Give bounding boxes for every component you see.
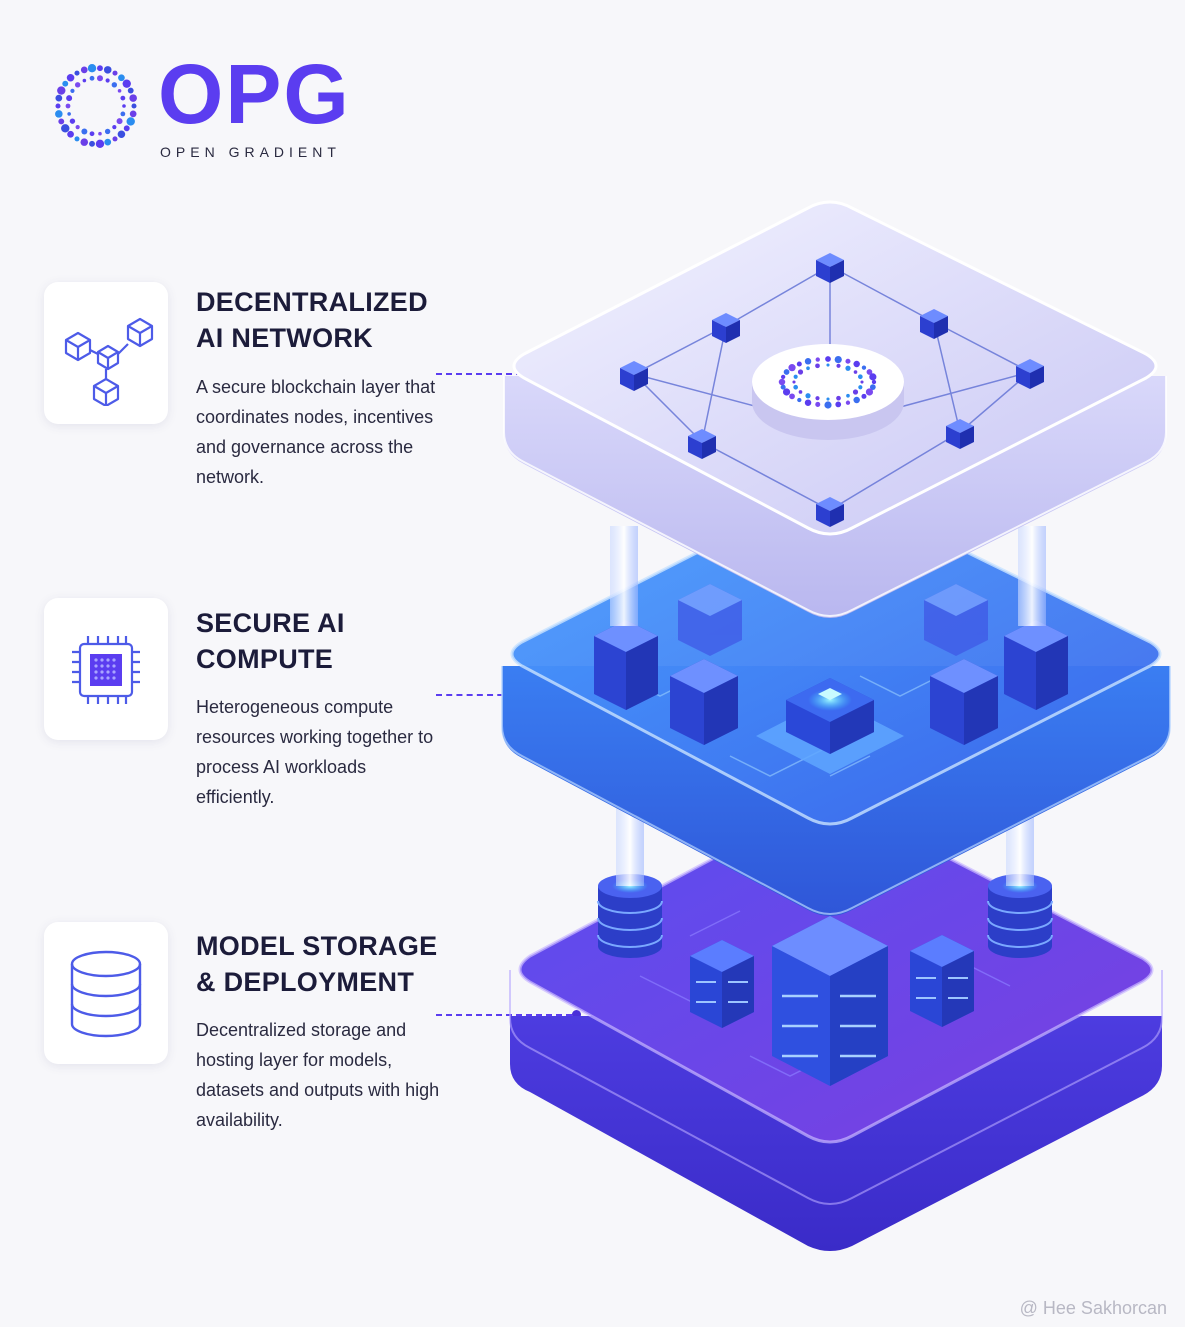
storage-connector — [436, 1014, 572, 1018]
storage-description: Decentralized storage and hosting layer … — [196, 1020, 440, 1130]
network-card — [44, 282, 168, 424]
database-icon — [70, 950, 142, 1038]
network-node-cube — [920, 316, 934, 339]
storage-card — [44, 922, 168, 1064]
network-node-cube — [946, 426, 960, 449]
network-node-cube — [1016, 366, 1030, 389]
network-node-cube — [726, 320, 740, 343]
brand-tagline: OPEN GRADIENT — [160, 144, 341, 160]
watermark: @ Hee Sakhorcan — [1019, 1298, 1167, 1318]
network-node-cube — [688, 436, 702, 459]
network-cubes-icon — [64, 317, 154, 406]
network-description: A secure blockchain layer that coordinat… — [196, 377, 436, 487]
network-node-cube — [620, 368, 634, 391]
network-title: DECENTRALIZED AI NETWORK — [196, 287, 428, 353]
network-node-cube — [1030, 366, 1044, 389]
storage-title: MODEL STORAGE & DEPLOYMENT — [196, 931, 438, 997]
network-node-cube — [960, 426, 974, 449]
network-node-cube — [934, 316, 948, 339]
network-node-cube — [712, 320, 726, 343]
compute-title: SECURE AI COMPUTE — [196, 608, 345, 674]
chip-icon — [72, 636, 140, 704]
network-node-cube — [830, 260, 844, 283]
network-node-cube — [634, 368, 648, 391]
network-node-cube — [816, 260, 830, 283]
network-connector — [436, 373, 572, 377]
layer-stack-illustration — [501, 200, 1171, 1251]
compute-card — [44, 598, 168, 740]
brand-name: OPG — [158, 47, 351, 141]
network-node-cube — [702, 436, 716, 459]
compute-description: Heterogeneous compute resources working … — [196, 697, 434, 807]
storage-connector-dot — [572, 1010, 581, 1019]
network-node-cube — [830, 504, 844, 527]
logo-ring-icon — [55, 64, 137, 148]
network-node-cube — [816, 504, 830, 527]
brand-logo: OPG OPEN GRADIENT — [48, 52, 368, 168]
